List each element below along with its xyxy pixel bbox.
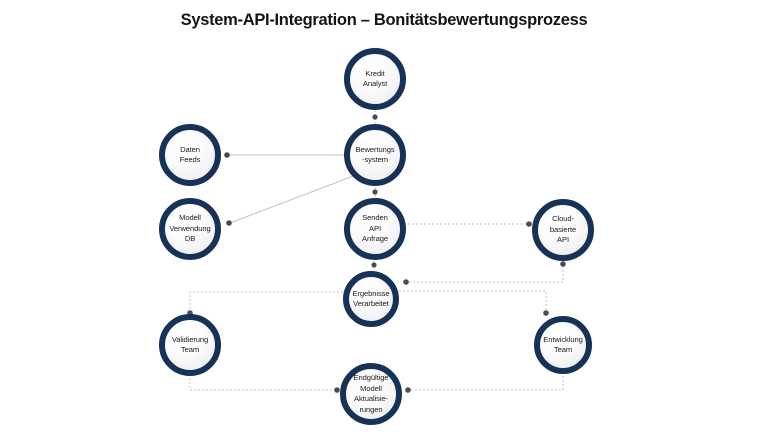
edge-cloud-basierte-api-to-ergebnisse-verarbeitet — [406, 262, 564, 283]
node-cloud-basierte-api[interactable]: Cloud- basierte API — [532, 199, 594, 261]
edge-dot — [543, 310, 549, 316]
edge-ergebnisse-verarbeitet-to-entwicklung-team — [399, 290, 547, 313]
node-senden-api-anfrage[interactable]: Senden API Anfrage — [344, 198, 406, 260]
node-label: Daten Feeds — [179, 144, 201, 165]
edge-ergebnisse-verarbeitet-to-validierung-team — [189, 291, 343, 313]
edge-dot — [372, 189, 378, 195]
edge-entwicklung-team-to-endgueltige-modell — [407, 376, 564, 391]
node-label: Kredit Analyst — [362, 68, 388, 89]
edge-dot — [226, 220, 232, 226]
edge-dot — [224, 152, 230, 158]
node-endgueltige-modell-aktualisierungen[interactable]: Endgültige Modell Aktualisie- rungen — [340, 363, 402, 425]
edge-dot — [526, 221, 532, 227]
node-ergebnisse-verarbeitet[interactable]: Ergebnisse Verarbeitet — [343, 271, 399, 327]
node-label: Entwicklung Team — [543, 334, 583, 355]
node-daten-feeds[interactable]: Daten Feeds — [159, 124, 221, 186]
node-label: Modell Verwendung DB — [169, 213, 211, 244]
node-kredit-analyst[interactable]: Kredit Analyst — [344, 48, 406, 110]
edge-dot — [405, 387, 411, 393]
node-entwicklung-team[interactable]: Entwicklung Team — [534, 316, 592, 374]
node-modell-verwendung-db[interactable]: Modell Verwendung DB — [159, 198, 221, 260]
node-label: Endgültige Modell Aktualisie- rungen — [353, 373, 389, 414]
node-label: Senden API Anfrage — [362, 213, 388, 244]
node-bewertungssystem[interactable]: Bewertungs -system — [344, 124, 406, 186]
node-validierung-team[interactable]: Validierung Team — [159, 314, 221, 376]
edge-dot — [372, 114, 378, 120]
edge-dot — [371, 262, 377, 268]
node-label: Cloud- basierte API — [549, 214, 577, 245]
edge-dot — [334, 387, 340, 393]
node-label: Ergebnisse Verarbeitet — [352, 288, 390, 309]
page-title: System-API-Integration – Bonitätsbewertu… — [180, 11, 588, 29]
edge-modell-verwendung-db-to-bewertungssystem — [229, 174, 357, 224]
edge-validierung-team-to-endgueltige-modell — [189, 378, 338, 391]
node-label: Validierung Team — [171, 334, 209, 355]
edge-dot — [403, 279, 409, 285]
edge-dot — [560, 261, 566, 267]
node-label: Bewertungs -system — [355, 144, 395, 165]
